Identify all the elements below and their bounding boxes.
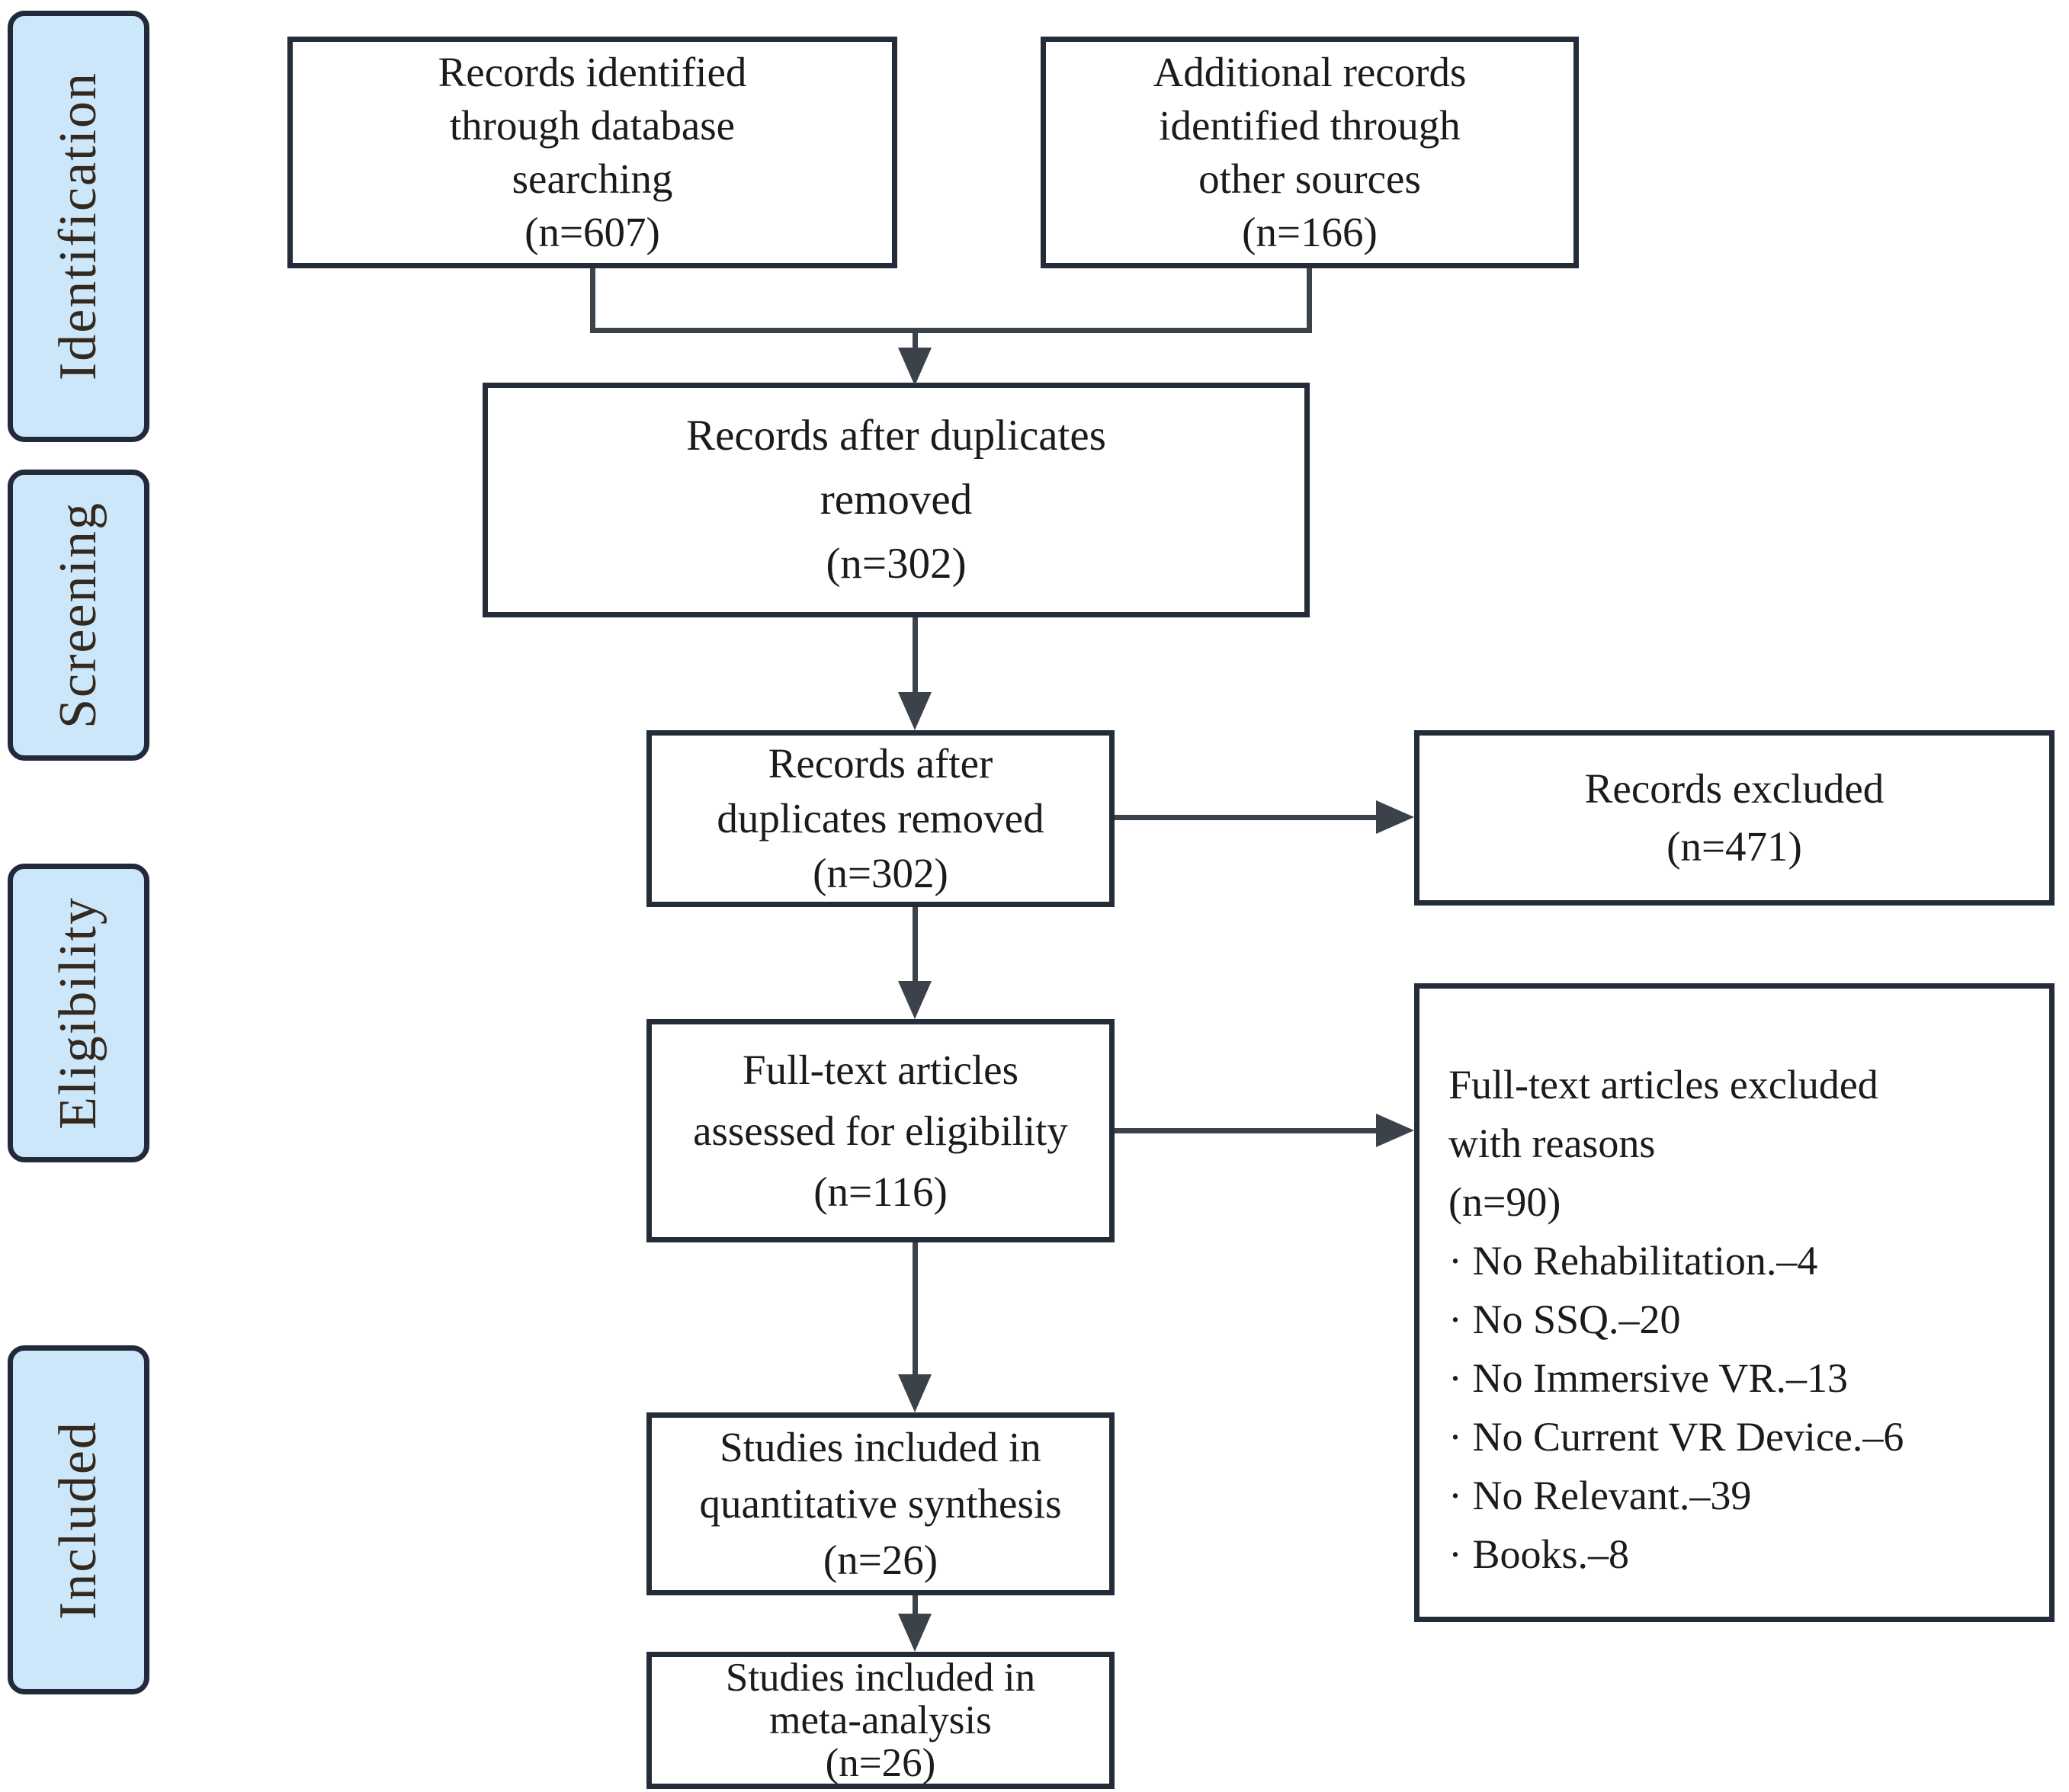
box-line: Records identified <box>438 49 747 95</box>
box-line: Studies included in <box>725 1656 1036 1700</box>
box-line: with reasons <box>1448 1120 1656 1166</box>
stage-included: Included <box>8 1345 149 1694</box>
exclusion-reason: · No Current VR Device.–6 <box>1448 1414 1904 1460</box>
box-quantitative-synthesis: Studies included in quantitative synthes… <box>646 1412 1115 1595</box>
stage-identification-label: Identification <box>49 72 107 381</box>
box-line: Records after duplicates <box>686 412 1106 460</box>
box-line: Additional records <box>1153 49 1467 95</box>
arrow-right-icon <box>1376 800 1414 834</box>
stage-included-label: Included <box>49 1420 107 1620</box>
box-line: duplicates removed <box>717 795 1044 842</box>
box-line: removed <box>820 476 973 524</box>
exclusion-reason: · Books.–8 <box>1448 1531 1630 1577</box>
arrow-down-icon <box>898 981 932 1019</box>
connector-line <box>590 328 1312 333</box>
box-meta-analysis: Studies included in meta-analysis (n=26) <box>646 1652 1115 1789</box>
connector-line <box>590 268 595 328</box>
box-line: (n=166) <box>1242 209 1378 255</box>
exclusion-reason: · No Immersive VR.–13 <box>1448 1355 1848 1401</box>
box-line: (n=26) <box>823 1537 938 1583</box>
box-line: (n=116) <box>813 1168 948 1215</box>
box-line: Full-text articles <box>743 1046 1018 1093</box>
connector-line <box>913 617 918 695</box>
arrow-down-icon <box>898 692 932 730</box>
connector-line <box>1307 268 1312 328</box>
arrow-right-icon <box>1376 1114 1414 1147</box>
box-line: (n=607) <box>524 209 660 255</box>
arrow-down-icon <box>898 1374 932 1412</box>
box-additional-records-other-sources: Additional records identified through ot… <box>1041 37 1579 268</box>
connector-line <box>913 1242 918 1377</box>
stage-eligibility-label: Eligibility <box>49 896 107 1130</box>
stage-identification: Identification <box>8 11 149 442</box>
box-line: (n=302) <box>813 850 948 896</box>
box-records-identified-database: Records identified through database sear… <box>287 37 897 268</box>
box-line: (n=26) <box>825 1741 936 1785</box>
box-line: searching <box>512 155 673 202</box>
box-line: quantitative synthesis <box>699 1480 1062 1527</box>
box-fulltext-excluded-reasons: Full-text articles excluded with reasons… <box>1414 983 2055 1622</box>
connector-line <box>913 328 918 351</box>
box-line: meta-analysis <box>769 1698 992 1742</box>
box-records-after-duplicates-removed: Records after duplicates removed (n=302) <box>483 383 1310 617</box>
connector-line <box>913 1595 918 1617</box>
connector-line <box>1115 815 1376 820</box>
arrow-down-icon <box>898 348 932 386</box>
connector-line <box>1115 1128 1376 1133</box>
connector-line <box>913 907 918 984</box>
box-line: Full-text articles excluded <box>1448 1062 1878 1108</box>
box-line: (n=302) <box>826 540 967 588</box>
stage-screening-label: Screening <box>49 502 107 729</box>
box-line: (n=90) <box>1448 1179 1561 1225</box>
box-line: Records excluded <box>1584 765 1885 812</box>
box-line: Studies included in <box>720 1424 1041 1470</box>
box-line: assessed for eligibility <box>693 1107 1068 1154</box>
exclusion-reason: · No Relevant.–39 <box>1448 1473 1752 1518</box>
box-fulltext-assessed: Full-text articles assessed for eligibil… <box>646 1019 1115 1242</box>
box-line: Records after <box>768 740 993 787</box>
stage-screening: Screening <box>8 470 149 761</box>
box-line: through database <box>449 102 736 149</box>
exclusion-reason: · No SSQ.–20 <box>1448 1297 1681 1342</box>
box-line: identified through <box>1159 102 1461 149</box>
box-records-screened: Records after duplicates removed (n=302) <box>646 730 1115 907</box>
exclusion-reason: · No Rehabilitation.–4 <box>1448 1238 1818 1284</box>
box-records-excluded: Records excluded (n=471) <box>1414 730 2055 906</box>
stage-eligibility: Eligibility <box>8 864 149 1162</box>
arrow-down-icon <box>898 1614 932 1652</box>
box-line: (n=471) <box>1666 823 1802 870</box>
box-line: other sources <box>1198 155 1421 202</box>
